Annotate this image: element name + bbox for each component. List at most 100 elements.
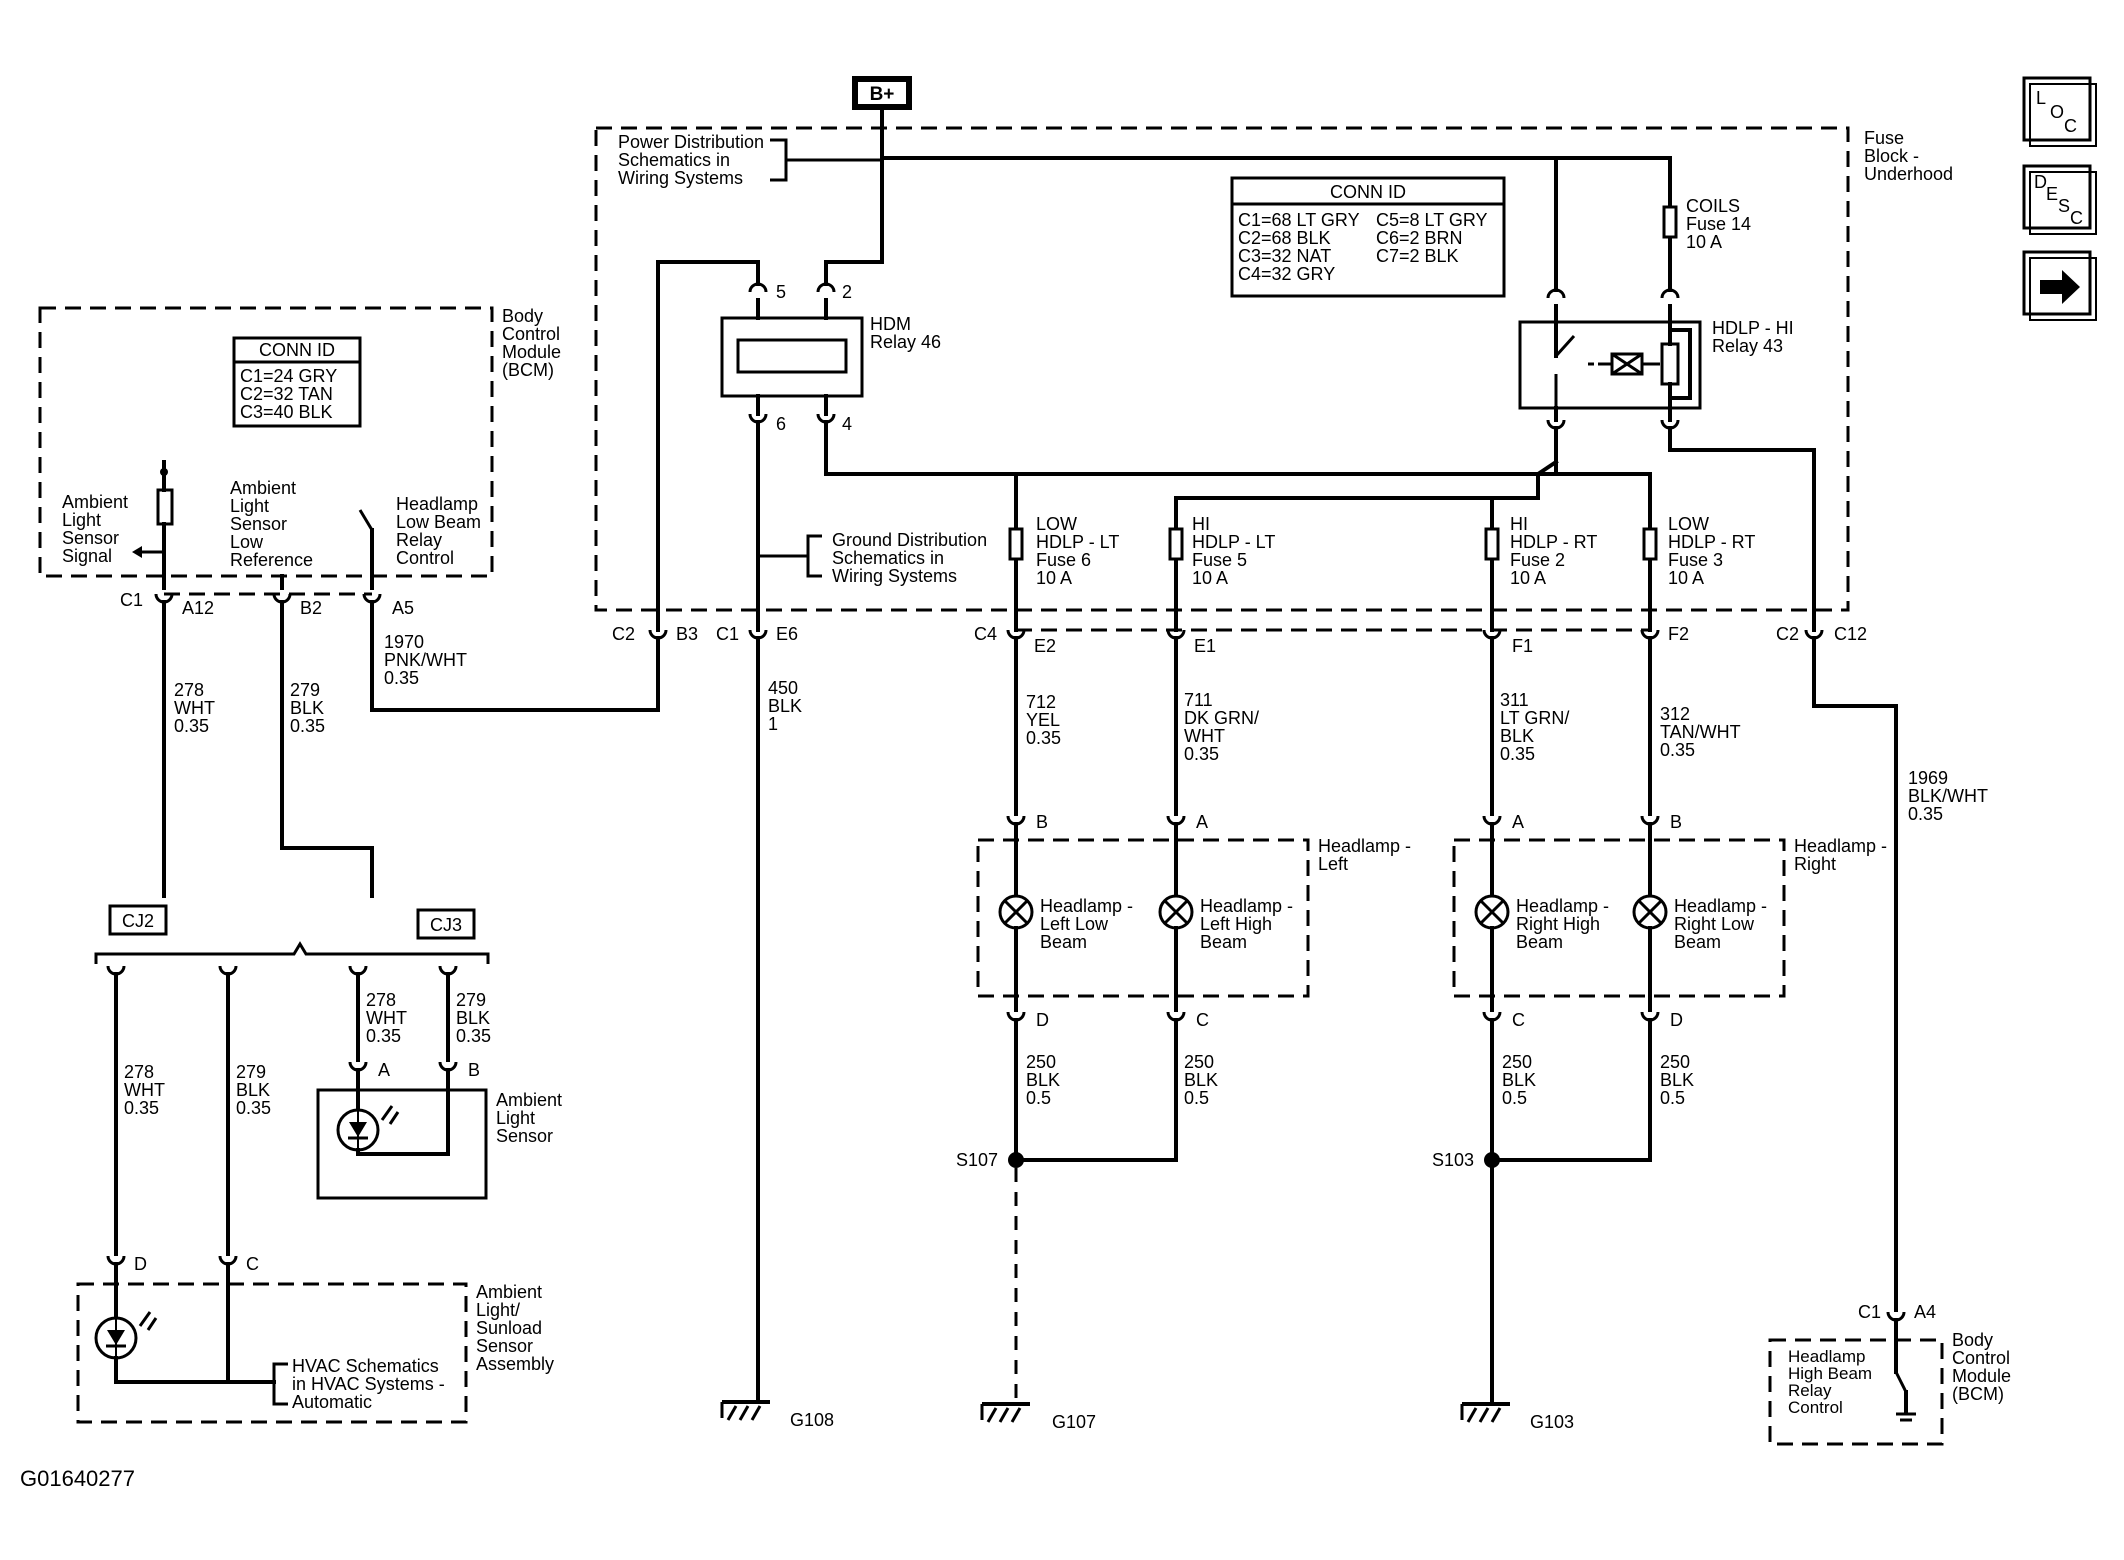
svg-text:B+: B+ [870, 84, 895, 105]
svg-text:Schematics in: Schematics in [832, 548, 944, 568]
svg-text:E1: E1 [1194, 636, 1216, 656]
svg-text:C: C [2070, 208, 2083, 228]
svg-text:HDLP - RT: HDLP - RT [1668, 532, 1755, 552]
svg-text:279: 279 [236, 1062, 266, 1082]
svg-text:BLK/WHT: BLK/WHT [1908, 786, 1988, 806]
svg-text:HDM: HDM [870, 314, 911, 334]
svg-text:Signal: Signal [62, 546, 112, 566]
svg-text:BLK: BLK [768, 696, 802, 716]
svg-text:10 A: 10 A [1192, 568, 1228, 588]
svg-text:B: B [468, 1060, 480, 1080]
svg-text:CONN ID: CONN ID [259, 340, 335, 360]
svg-text:250: 250 [1660, 1052, 1690, 1072]
loc-button[interactable]: L O C [2022, 76, 2097, 147]
svg-text:Body: Body [1952, 1330, 1993, 1350]
svg-text:Left High: Left High [1200, 914, 1272, 934]
svg-text:278: 278 [366, 990, 396, 1010]
ground-g107: G107 [980, 1402, 1096, 1432]
svg-text:1969: 1969 [1908, 768, 1948, 788]
svg-text:Headlamp -: Headlamp - [1318, 836, 1411, 856]
svg-text:450: 450 [768, 678, 798, 698]
svg-text:Sensor: Sensor [230, 514, 287, 534]
svg-text:Fuse 5: Fuse 5 [1192, 550, 1247, 570]
svg-text:Assembly: Assembly [476, 1354, 554, 1374]
svg-text:Headlamp: Headlamp [1788, 1347, 1866, 1366]
svg-text:0.35: 0.35 [1660, 740, 1695, 760]
svg-text:Control: Control [396, 548, 454, 568]
bcm-module: Body Control Module (BCM) [38, 306, 561, 578]
headlamp-right: A B Headlamp - Right High Beam Headlamp … [1452, 812, 1887, 1030]
svg-text:0.35: 0.35 [290, 716, 325, 736]
svg-text:E2: E2 [1034, 636, 1056, 656]
svg-text:0.35: 0.35 [384, 668, 419, 688]
wire-450-label: 450 BLK 1 [768, 678, 802, 734]
svg-text:Right High: Right High [1516, 914, 1600, 934]
svg-text:Right Low: Right Low [1674, 914, 1755, 934]
fuse-3-low-hdlp-rt: LOW HDLP - RT Fuse 3 10 A [1642, 514, 1755, 588]
svg-text:HI: HI [1510, 514, 1528, 534]
svg-text:C2: C2 [1776, 624, 1799, 644]
svg-text:Light: Light [496, 1108, 535, 1128]
svg-text:D: D [1036, 1010, 1049, 1030]
bcm-bottom-module: C1 A4 Headlamp High Beam Relay Control B… [1768, 1302, 2011, 1446]
svg-text:Beam: Beam [1040, 932, 1087, 952]
svg-text:Right: Right [1794, 854, 1836, 874]
coils-fuse-14: COILS Fuse 14 10 A [1662, 196, 1751, 252]
svg-text:0.5: 0.5 [1502, 1088, 1527, 1108]
svg-text:279: 279 [290, 680, 320, 700]
svg-text:6: 6 [776, 414, 786, 434]
svg-text:(BCM): (BCM) [502, 360, 554, 380]
bcm-conn-id-table: CONN ID C1=24 GRY C2=32 TAN C3=40 BLK [232, 336, 362, 428]
svg-text:C1=68 LT GRY: C1=68 LT GRY [1238, 210, 1360, 230]
svg-text:278: 278 [124, 1062, 154, 1082]
svg-text:Low Beam: Low Beam [396, 512, 481, 532]
svg-text:HDLP - RT: HDLP - RT [1510, 532, 1597, 552]
power-distribution-ref: Power Distribution Schematics in Wiring … [618, 132, 882, 188]
svg-text:PNK/WHT: PNK/WHT [384, 650, 467, 670]
svg-text:312: 312 [1660, 704, 1690, 724]
svg-text:C12: C12 [1834, 624, 1867, 644]
svg-text:Fuse 2: Fuse 2 [1510, 550, 1565, 570]
svg-text:Left Low: Left Low [1040, 914, 1109, 934]
svg-text:B: B [1036, 812, 1048, 832]
ambient-low-reference-label: Ambient Light Sensor Low Reference [230, 478, 313, 570]
svg-text:Relay: Relay [1788, 1381, 1832, 1400]
svg-text:0.35: 0.35 [1184, 744, 1219, 764]
svg-text:Sensor: Sensor [476, 1336, 533, 1356]
svg-text:Block -: Block - [1864, 146, 1919, 166]
svg-text:E: E [2046, 184, 2058, 204]
desc-button[interactable]: D E S C [2022, 164, 2097, 235]
svg-text:5: 5 [776, 282, 786, 302]
svg-text:BLK: BLK [236, 1080, 270, 1100]
svg-text:S107: S107 [956, 1150, 998, 1170]
svg-text:278: 278 [174, 680, 204, 700]
wire-1969-label: 1969 BLK/WHT 0.35 [1908, 768, 1988, 824]
svg-text:Power Distribution: Power Distribution [618, 132, 764, 152]
svg-text:Relay 46: Relay 46 [870, 332, 941, 352]
left-high-beam-lamp-icon [1158, 894, 1194, 930]
svg-text:LOW: LOW [1668, 514, 1709, 534]
svg-text:D: D [1670, 1010, 1683, 1030]
svg-text:BLK: BLK [1660, 1070, 1694, 1090]
wire-712-label: 712 YEL 0.35 [1026, 692, 1061, 748]
b-plus-source: B+ [852, 76, 912, 130]
svg-text:Reference: Reference [230, 550, 313, 570]
svg-text:250: 250 [1026, 1052, 1056, 1072]
svg-text:279: 279 [456, 990, 486, 1010]
svg-text:CONN ID: CONN ID [1330, 182, 1406, 202]
next-button[interactable] [2022, 250, 2097, 321]
svg-text:Relay 43: Relay 43 [1712, 336, 1783, 356]
svg-text:HDLP - LT: HDLP - LT [1192, 532, 1275, 552]
svg-text:Headlamp -: Headlamp - [1200, 896, 1293, 916]
wire-250-right-low-label: 250 BLK 0.5 [1660, 1052, 1694, 1108]
svg-text:0.5: 0.5 [1026, 1088, 1051, 1108]
splice-s103: S103 [1432, 1150, 1500, 1170]
svg-text:10 A: 10 A [1036, 568, 1072, 588]
svg-text:C: C [2064, 116, 2077, 136]
svg-text:A12: A12 [182, 598, 214, 618]
hdlp-hi-relay-43: HDLP - HI Relay 43 [1518, 288, 1794, 430]
svg-text:HI: HI [1192, 514, 1210, 534]
svg-text:CJ3: CJ3 [430, 915, 462, 935]
fuse-block-conn-id-table: CONN ID C1=68 LT GRY C2=68 BLK C3=32 NAT… [1230, 176, 1506, 298]
svg-text:0.5: 0.5 [1660, 1088, 1685, 1108]
